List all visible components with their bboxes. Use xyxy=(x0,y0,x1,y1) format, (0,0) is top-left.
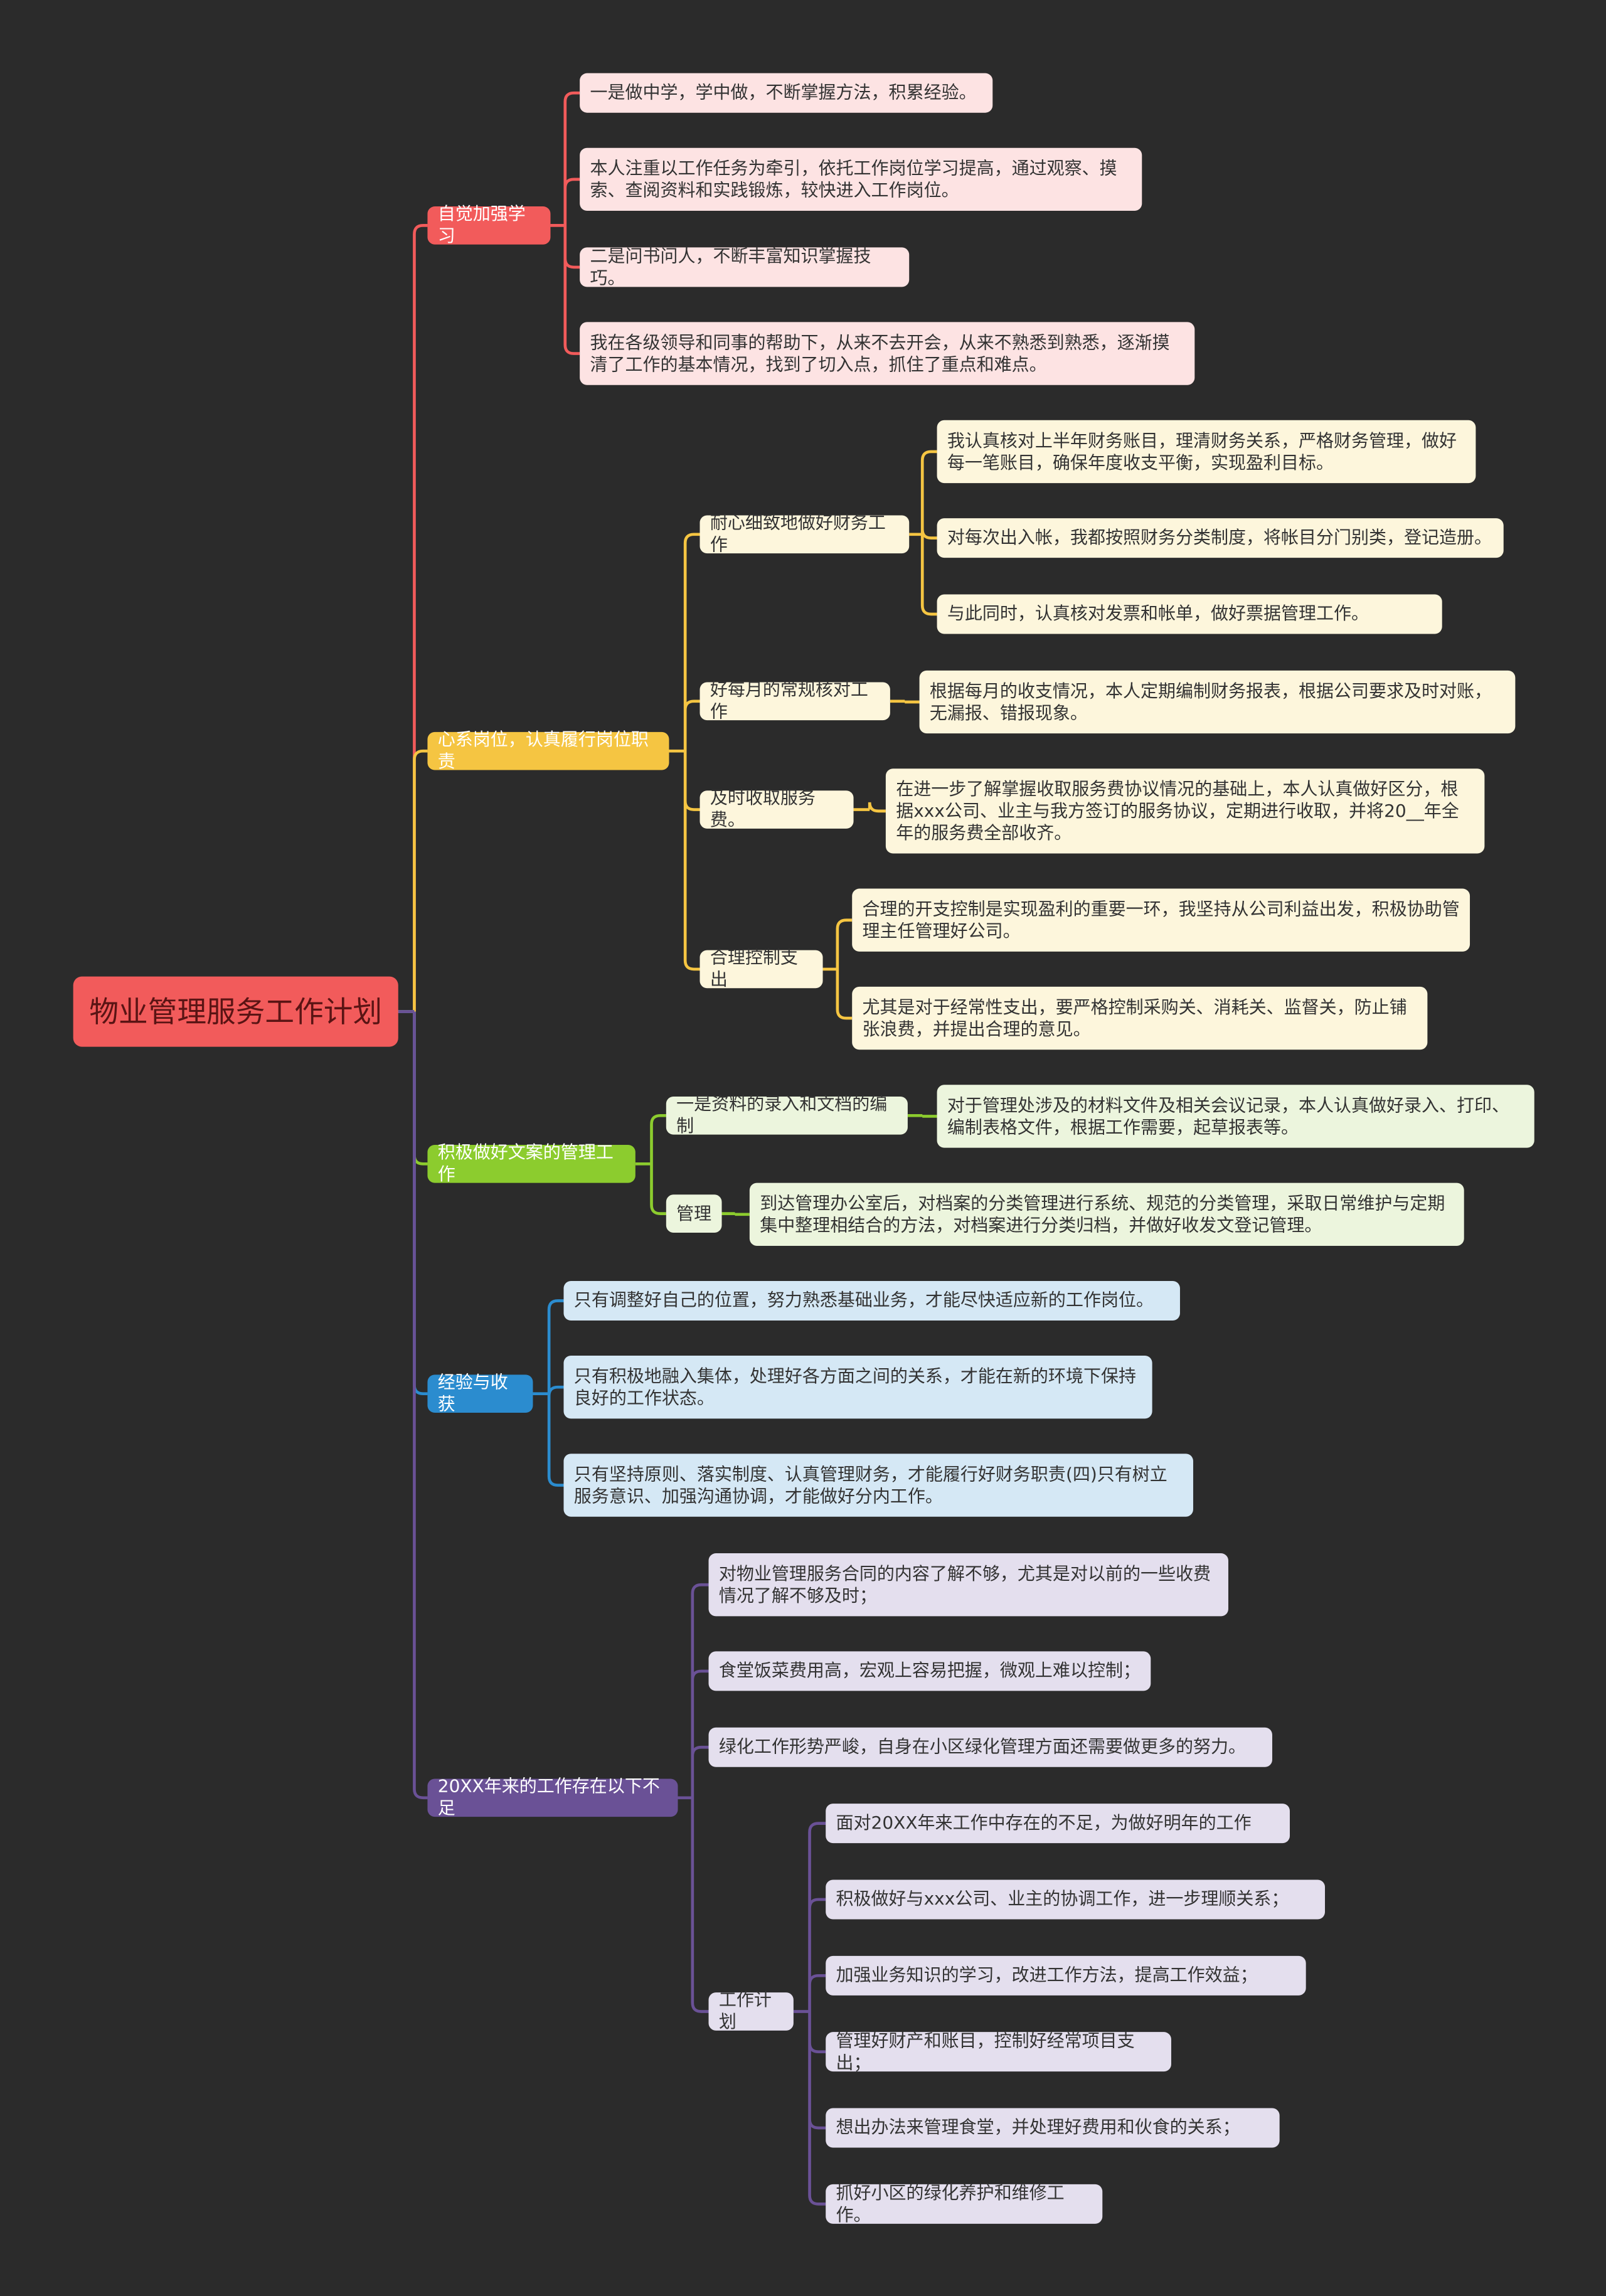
connector-line xyxy=(909,450,937,616)
leaf-node[interactable]: 只有坚持原则、落实制度、认真管理财务，才能履行好财务职责(四)只有树立服务意识、… xyxy=(563,1454,1193,1517)
connector-line xyxy=(822,918,853,1020)
sub-branch-management[interactable]: 管理 xyxy=(666,1194,722,1233)
leaf-node[interactable]: 食堂饭菜费用高，宏观上容易把握，微观上难以控制； xyxy=(708,1651,1151,1691)
connector-line xyxy=(533,1299,564,1487)
connector-line xyxy=(678,1583,709,2013)
leaf-node[interactable]: 一是做中学，学中做，不断掌握方法，积累经验。 xyxy=(580,73,993,113)
connector-line xyxy=(907,1113,937,1118)
leaf-node[interactable]: 积极做好与xxx公司、业主的协调工作，进一步理顺关系； xyxy=(826,1879,1325,1920)
connector-line xyxy=(635,1113,666,1215)
connector-line xyxy=(890,699,920,704)
leaf-node[interactable]: 二是问书问人，不断丰富知识掌握技巧。 xyxy=(580,245,910,288)
connector-line xyxy=(669,533,700,971)
sub-branch-service-fee[interactable]: 及时收取服务费。 xyxy=(699,788,854,830)
branch-job-duties[interactable]: 心系岗位，认真履行岗位职责 xyxy=(427,729,669,772)
leaf-node[interactable]: 到达管理办公室后，对档案的分类管理进行系统、规范的分类管理，采取日常维护与定期集… xyxy=(749,1183,1464,1246)
connector-line xyxy=(550,91,580,355)
sub-branch-monthly-check[interactable]: 好每月的常规核对工作 xyxy=(699,679,890,722)
leaf-node[interactable]: 本人注重以工作任务为牵引，依托工作岗位学习提高，通过观察、摸索、查阅资料和实践锻… xyxy=(580,147,1142,211)
branch-document-management[interactable]: 积极做好文案的管理工作 xyxy=(427,1142,635,1184)
branch-shortcomings[interactable]: 20XX年来的工作存在以下不足 xyxy=(427,1776,678,1818)
branch-self-study[interactable]: 自觉加强学习 xyxy=(427,203,551,246)
connector-line xyxy=(793,1822,826,2206)
leaf-node[interactable]: 与此同时，认真核对发票和帐单，做好票据管理工作。 xyxy=(937,594,1442,634)
connector-line xyxy=(853,802,886,813)
connector-line xyxy=(398,1010,428,1800)
leaf-node[interactable]: 抓好小区的绿化养护和维修工作。 xyxy=(826,2182,1103,2224)
leaf-node[interactable]: 对每次出入帐，我都按照财务分类制度，将帐目分门别类，登记造册。 xyxy=(937,518,1504,558)
leaf-node[interactable]: 尤其是对于经常性支出，要严格控制采购关、消耗关、监督关，防止铺张浪费，并提出合理… xyxy=(852,986,1428,1050)
sub-branch-finance-work[interactable]: 耐心细致地做好财务工作 xyxy=(699,513,910,555)
leaf-node[interactable]: 在进一步了解掌握收取服务费协议情况的基础上，本人认真做好区分，根据xxx公司、业… xyxy=(885,768,1485,854)
leaf-node[interactable]: 想出办法来管理食堂，并处理好费用和伙食的关系； xyxy=(826,2108,1280,2148)
sub-branch-data-entry[interactable]: 一是资料的录入和文档的编制 xyxy=(666,1093,908,1136)
leaf-node[interactable]: 我在各级领导和同事的帮助下，从来不去开会，从来不熟悉到熟悉，逐渐摸清了工作的基本… xyxy=(580,322,1195,385)
leaf-node[interactable]: 面对20XX年来工作中存在的不足，为做好明年的工作 xyxy=(826,1804,1290,1844)
leaf-node[interactable]: 根据每月的收支情况，本人定期编制财务报表，根据公司要求及时对账，无漏报、错报现象… xyxy=(919,670,1516,734)
sub-branch-expense-control[interactable]: 合理控制支出 xyxy=(699,947,823,990)
leaf-node[interactable]: 对于管理处涉及的材料文件及相关会议记录，本人认真做好录入、打印、编制表格文件，根… xyxy=(937,1085,1534,1148)
leaf-node[interactable]: 只有积极地融入集体，处理好各方面之间的关系，才能在新的环境下保持良好的工作状态。 xyxy=(563,1356,1152,1419)
connector-line xyxy=(398,749,428,1013)
root-node[interactable]: 物业管理服务工作计划 xyxy=(73,976,398,1047)
leaf-node[interactable]: 加强业务知识的学习，改进工作方法，提高工作效益； xyxy=(826,1955,1306,1996)
leaf-node[interactable]: 绿化工作形势严峻，自身在小区绿化管理方面还需要做更多的努力。 xyxy=(708,1727,1272,1767)
branch-experience[interactable]: 经验与收获 xyxy=(427,1372,533,1414)
leaf-node[interactable]: 对物业管理服务合同的内容了解不够，尤其是对以前的一些收费情况了解不够及时； xyxy=(708,1553,1228,1617)
sub-branch-work-plan[interactable]: 工作计划 xyxy=(708,1989,794,2032)
leaf-node[interactable]: 我认真核对上半年财务账目，理清财务关系，严格财务管理，做好每一笔账目，确保年度收… xyxy=(937,420,1476,484)
leaf-node[interactable]: 只有调整好自己的位置，努力熟悉基础业务，才能尽快适应新的工作岗位。 xyxy=(563,1280,1180,1321)
leaf-node[interactable]: 合理的开支控制是实现盈利的重要一环，我坚持从公司利益出发，积极协助管理主任管理好… xyxy=(852,888,1470,952)
leaf-node[interactable]: 管理好财产和账目，控制好经常项目支出； xyxy=(826,2030,1171,2072)
